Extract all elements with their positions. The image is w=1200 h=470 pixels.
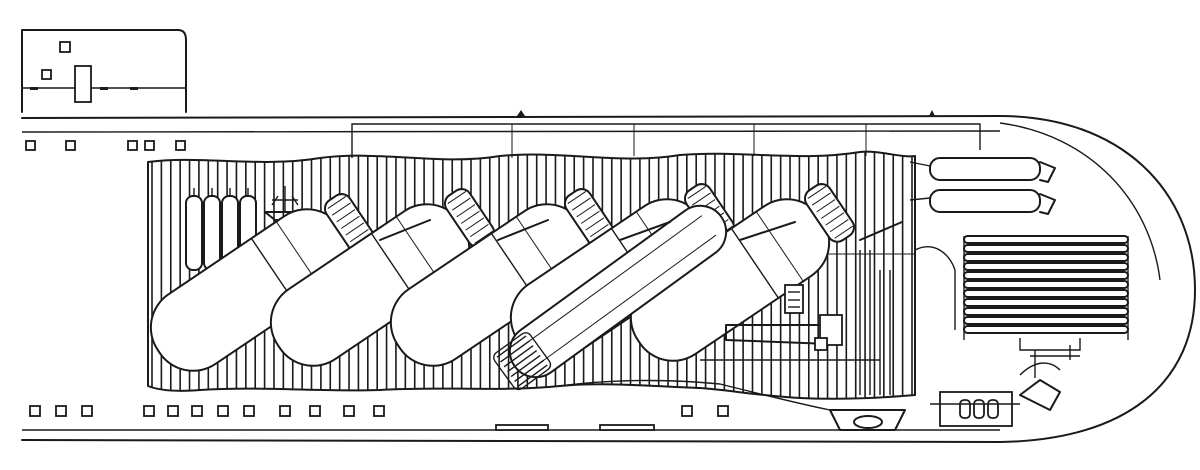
cabinet-door <box>959 399 971 419</box>
porthole <box>25 140 36 151</box>
keel-slots <box>495 424 655 431</box>
cut-edge <box>559 379 831 411</box>
battery-row <box>963 289 1129 298</box>
tower-window <box>59 41 71 53</box>
upper-portholes <box>25 140 186 151</box>
porthole <box>191 405 203 417</box>
porthole <box>279 405 291 417</box>
porthole <box>65 140 76 151</box>
tower-mark <box>30 87 38 90</box>
breech-rods <box>379 219 903 241</box>
porthole <box>81 405 93 417</box>
porthole <box>243 405 255 417</box>
tower-window <box>41 69 52 80</box>
porthole <box>717 405 729 417</box>
tower-mark <box>130 87 138 90</box>
battery-row <box>963 307 1129 316</box>
breech-cap <box>803 183 855 243</box>
keel-slot <box>495 424 549 431</box>
porthole <box>343 405 355 417</box>
air-bottle <box>185 195 203 271</box>
torpedo-tubes <box>149 183 855 391</box>
porthole <box>143 405 155 417</box>
sonar-dome <box>853 415 883 429</box>
torpedo-tube <box>629 183 855 362</box>
deck-fitting <box>517 110 525 116</box>
deck-fitting <box>929 110 935 116</box>
conning-tower <box>21 29 187 113</box>
porthole <box>55 405 67 417</box>
porthole <box>175 140 186 151</box>
loaded-torpedo <box>493 204 728 391</box>
gauge-panel <box>784 284 804 314</box>
bow-cylinder <box>929 189 1041 213</box>
battery-row <box>963 316 1129 325</box>
torpedo-propeller <box>493 332 552 391</box>
battery-row <box>963 262 1129 271</box>
tower-hatch <box>74 65 92 103</box>
air-bottle <box>203 195 221 271</box>
porthole <box>217 405 229 417</box>
bow-cylinder <box>929 157 1041 181</box>
bow-cylinders <box>909 157 1056 215</box>
porthole <box>144 140 155 151</box>
porthole <box>29 405 41 417</box>
keel-slot <box>599 424 655 431</box>
battery-row <box>963 280 1129 289</box>
cabinet-door <box>973 399 985 419</box>
battery-row <box>963 253 1129 262</box>
control-box <box>814 337 828 351</box>
battery-row <box>963 325 1129 334</box>
porthole <box>167 405 179 417</box>
cabinet-door <box>987 399 999 419</box>
porthole <box>681 405 693 417</box>
porthole <box>373 405 385 417</box>
bow-fitting <box>1019 379 1061 411</box>
battery-row <box>963 271 1129 280</box>
machinery <box>700 246 1080 431</box>
keel-housing <box>829 409 906 431</box>
battery-row <box>963 235 1129 244</box>
tower-mark <box>100 87 108 90</box>
porthole <box>309 405 321 417</box>
battery-bank <box>963 235 1129 351</box>
battery-row <box>963 244 1129 253</box>
lower-portholes <box>29 405 729 417</box>
porthole <box>127 140 138 151</box>
tube-seam <box>755 211 804 282</box>
battery-row <box>963 298 1129 307</box>
